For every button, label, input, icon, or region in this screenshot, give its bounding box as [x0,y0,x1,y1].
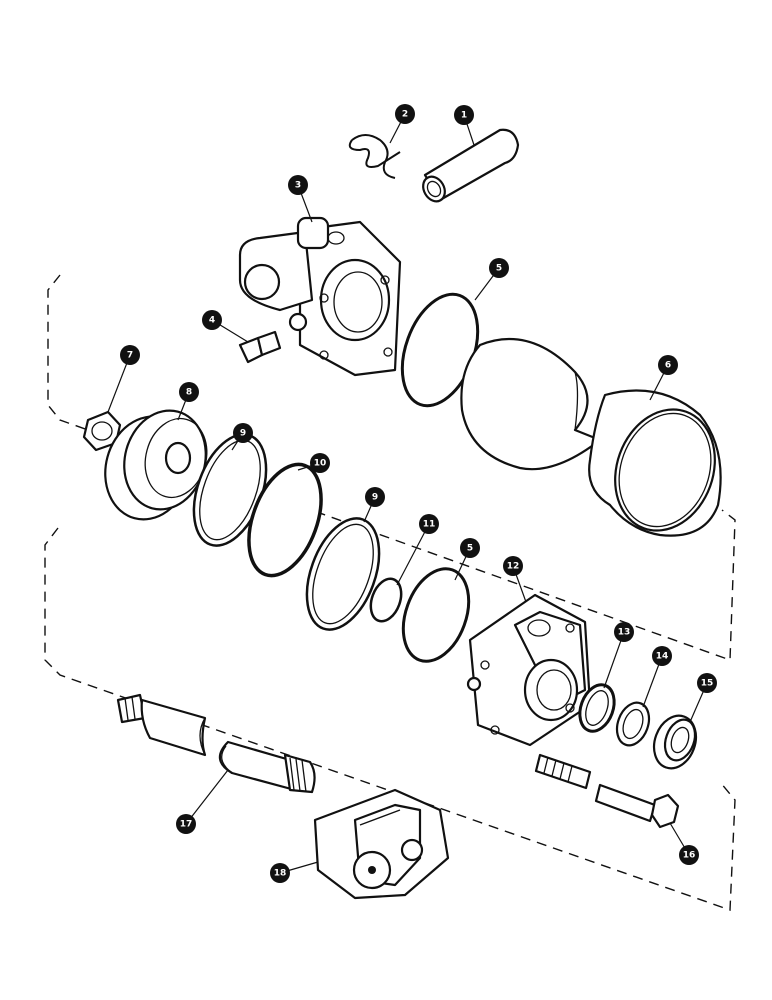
callout-badge-7 [120,345,140,365]
seal-ring-part [247,462,323,578]
callout-number-5a: 5 [496,264,502,274]
wiper-washer-part [615,701,651,747]
base-end-cap-part [238,216,402,377]
callout-number-11: 11 [423,520,436,530]
callout-badge-12 [503,556,523,576]
callout-badge-1 [454,105,474,125]
callout-number-16: 16 [683,851,696,861]
callout-number-10: 10 [314,459,327,469]
callout-number-1: 1 [461,111,467,121]
callout-number-2: 2 [402,110,408,120]
piston-part [104,409,208,521]
wiper-part [652,714,698,770]
callout-number-13: 13 [618,628,631,638]
bolt-part [534,753,680,829]
o-ring-lower-part [401,567,471,663]
wear-ring-b-part [305,517,381,631]
rod-end-cap-part [466,593,592,747]
callout-number-8: 8 [186,388,192,398]
callout-number-9a: 9 [240,429,246,439]
clip-part [348,134,401,179]
callout-badge-15 [697,673,717,693]
callout-number-3: 3 [295,181,301,191]
cylinder-tube-part [460,337,722,537]
callout-badge-11 [419,514,439,534]
callout-badge-17 [176,814,196,834]
callout-badge-9b [365,487,385,507]
callout-badge-18 [270,863,290,883]
clevis-part [313,788,450,900]
pin-part [422,128,520,203]
callout-badge-8 [179,382,199,402]
callout-badge-14 [652,646,672,666]
callout-badge-4 [202,310,222,330]
callout-number-7: 7 [127,351,133,361]
callout-badge-10 [310,453,330,473]
callout-badge-6 [658,355,678,375]
group-outline-lower [44,527,736,911]
leader-line-11 [396,523,430,586]
callout-number-12: 12 [507,562,520,572]
callout-number-5b: 5 [467,544,473,554]
callout-badge-16 [679,845,699,865]
callout-number-15: 15 [701,679,714,689]
callout-badge-2 [395,104,415,124]
callout-number-17: 17 [180,820,193,830]
callout-badge-13 [614,622,634,642]
callout-badge-3 [288,175,308,195]
piston-rod-part [116,693,316,794]
leader-line-17 [185,769,229,825]
leader-line-7 [107,354,131,413]
callout-number-14: 14 [656,652,669,662]
callout-number-18: 18 [274,869,287,879]
callout-badge-5a [489,258,509,278]
callout-number-4: 4 [209,316,215,326]
group-outline-upper [47,274,736,661]
callout-number-6: 6 [665,361,671,371]
callout-badge-9a [233,423,253,443]
callout-badge-5b [460,538,480,558]
o-ring-small-part [369,577,403,623]
plug-part [238,330,282,364]
callout-number-9b: 9 [372,493,378,503]
